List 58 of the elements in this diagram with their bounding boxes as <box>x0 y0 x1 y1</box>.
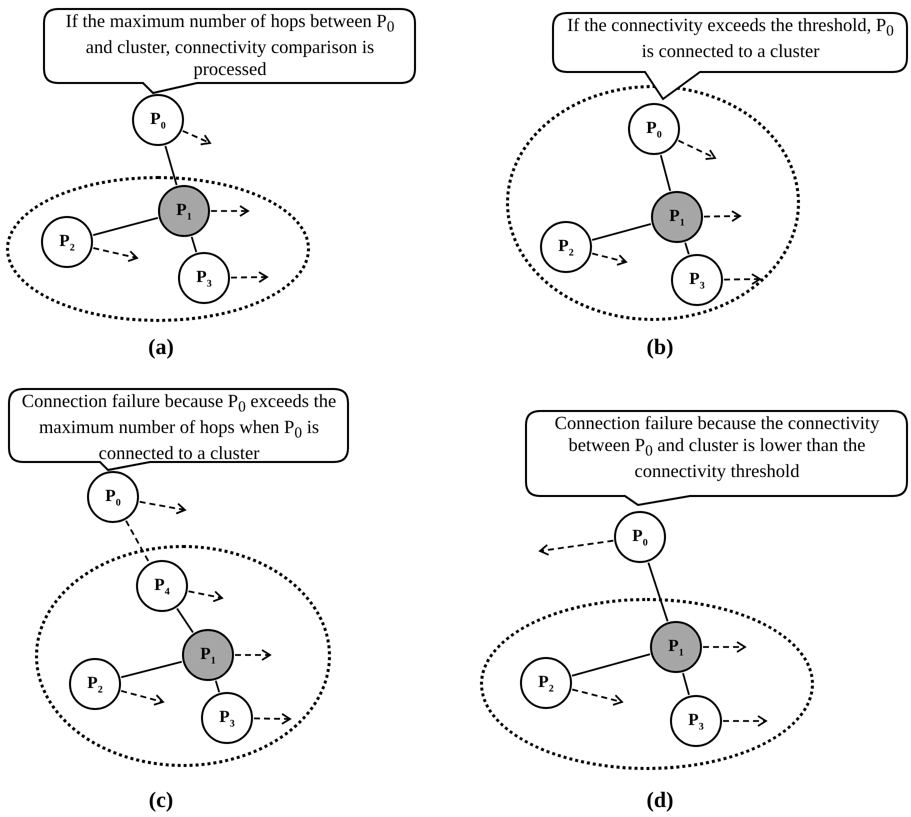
connector-line <box>190 236 198 252</box>
node-circle: P$_{3}$ <box>671 254 723 306</box>
speech-bubble: If the maximum number of hops between P$_{0}$ and cluster, connectivity comparison is processed <box>43 8 417 94</box>
node-circle: P$_{2}$ <box>520 657 572 709</box>
motion-arrow <box>182 130 211 146</box>
motion-arrow <box>723 715 767 727</box>
speech-bubble: Connection failure because the connectivity between P$_{0}$ and cluster is lower than the connectivity threshold <box>525 410 909 506</box>
connector-line <box>125 520 150 563</box>
panel-label: (c) <box>148 787 174 813</box>
motion-arrow <box>678 140 716 160</box>
motion-arrow <box>230 271 268 284</box>
motion-arrow <box>592 252 627 266</box>
node-circle: P$_{1}$ <box>651 191 703 243</box>
connector-line <box>684 242 690 255</box>
node-circle: P$_{1}$ <box>650 621 702 673</box>
motion-arrow <box>572 688 623 706</box>
node-circle: P$_{0}$ <box>628 103 680 155</box>
motion-arrow <box>211 205 249 217</box>
speech-bubble: Connection failure because P$_{0}$ exceeds the maximum number of hops when P$_{0}$ is connected to a cluster <box>8 388 350 471</box>
panel-label: (a) <box>148 334 174 360</box>
node-circle: P$_{1}$ <box>158 185 210 237</box>
motion-arrow <box>139 500 186 514</box>
connector-line <box>572 653 650 677</box>
connector-line <box>592 223 652 241</box>
motion-arrow <box>188 590 223 602</box>
panel-label: (d) <box>646 787 674 813</box>
node-circle: P$_{1}$ <box>182 629 234 681</box>
connector-line <box>92 217 158 236</box>
node-circle: P$_{3}$ <box>201 692 253 744</box>
motion-arrow <box>724 273 761 286</box>
connector-line <box>682 672 690 696</box>
connector-line <box>660 154 672 192</box>
node-circle: P$_{3}$ <box>178 252 230 304</box>
node-circle: P$_{0}$ <box>614 511 666 563</box>
connector-line <box>120 660 182 678</box>
node-circle: P$_{0}$ <box>132 94 184 146</box>
connector-line <box>214 680 220 692</box>
cluster-ellipse <box>480 598 814 770</box>
connector-line <box>176 608 194 633</box>
motion-arrow <box>704 210 741 222</box>
cluster-ellipse <box>6 176 310 322</box>
motion-arrow <box>120 690 164 706</box>
node-circle: P$_{2}$ <box>69 658 121 710</box>
node-circle: P$_{3}$ <box>670 695 722 747</box>
motion-arrow <box>539 540 614 556</box>
node-circle: P$_{4}$ <box>136 560 188 612</box>
node-circle: P$_{2}$ <box>540 221 592 273</box>
speech-bubble: If the connectivity exceeds the threshold, P$_{0}$ is connected to a cluster <box>552 12 909 100</box>
motion-arrow <box>235 649 271 661</box>
motion-arrow <box>93 247 138 262</box>
motion-arrow <box>254 712 291 725</box>
motion-arrow <box>703 641 746 653</box>
connector-line <box>648 562 668 622</box>
node-circle: P$_{2}$ <box>41 216 93 268</box>
cluster-ellipse <box>506 85 800 321</box>
cluster-ellipse <box>35 545 331 767</box>
node-circle: P$_{0}$ <box>87 471 139 523</box>
panel-label: (b) <box>646 334 674 360</box>
